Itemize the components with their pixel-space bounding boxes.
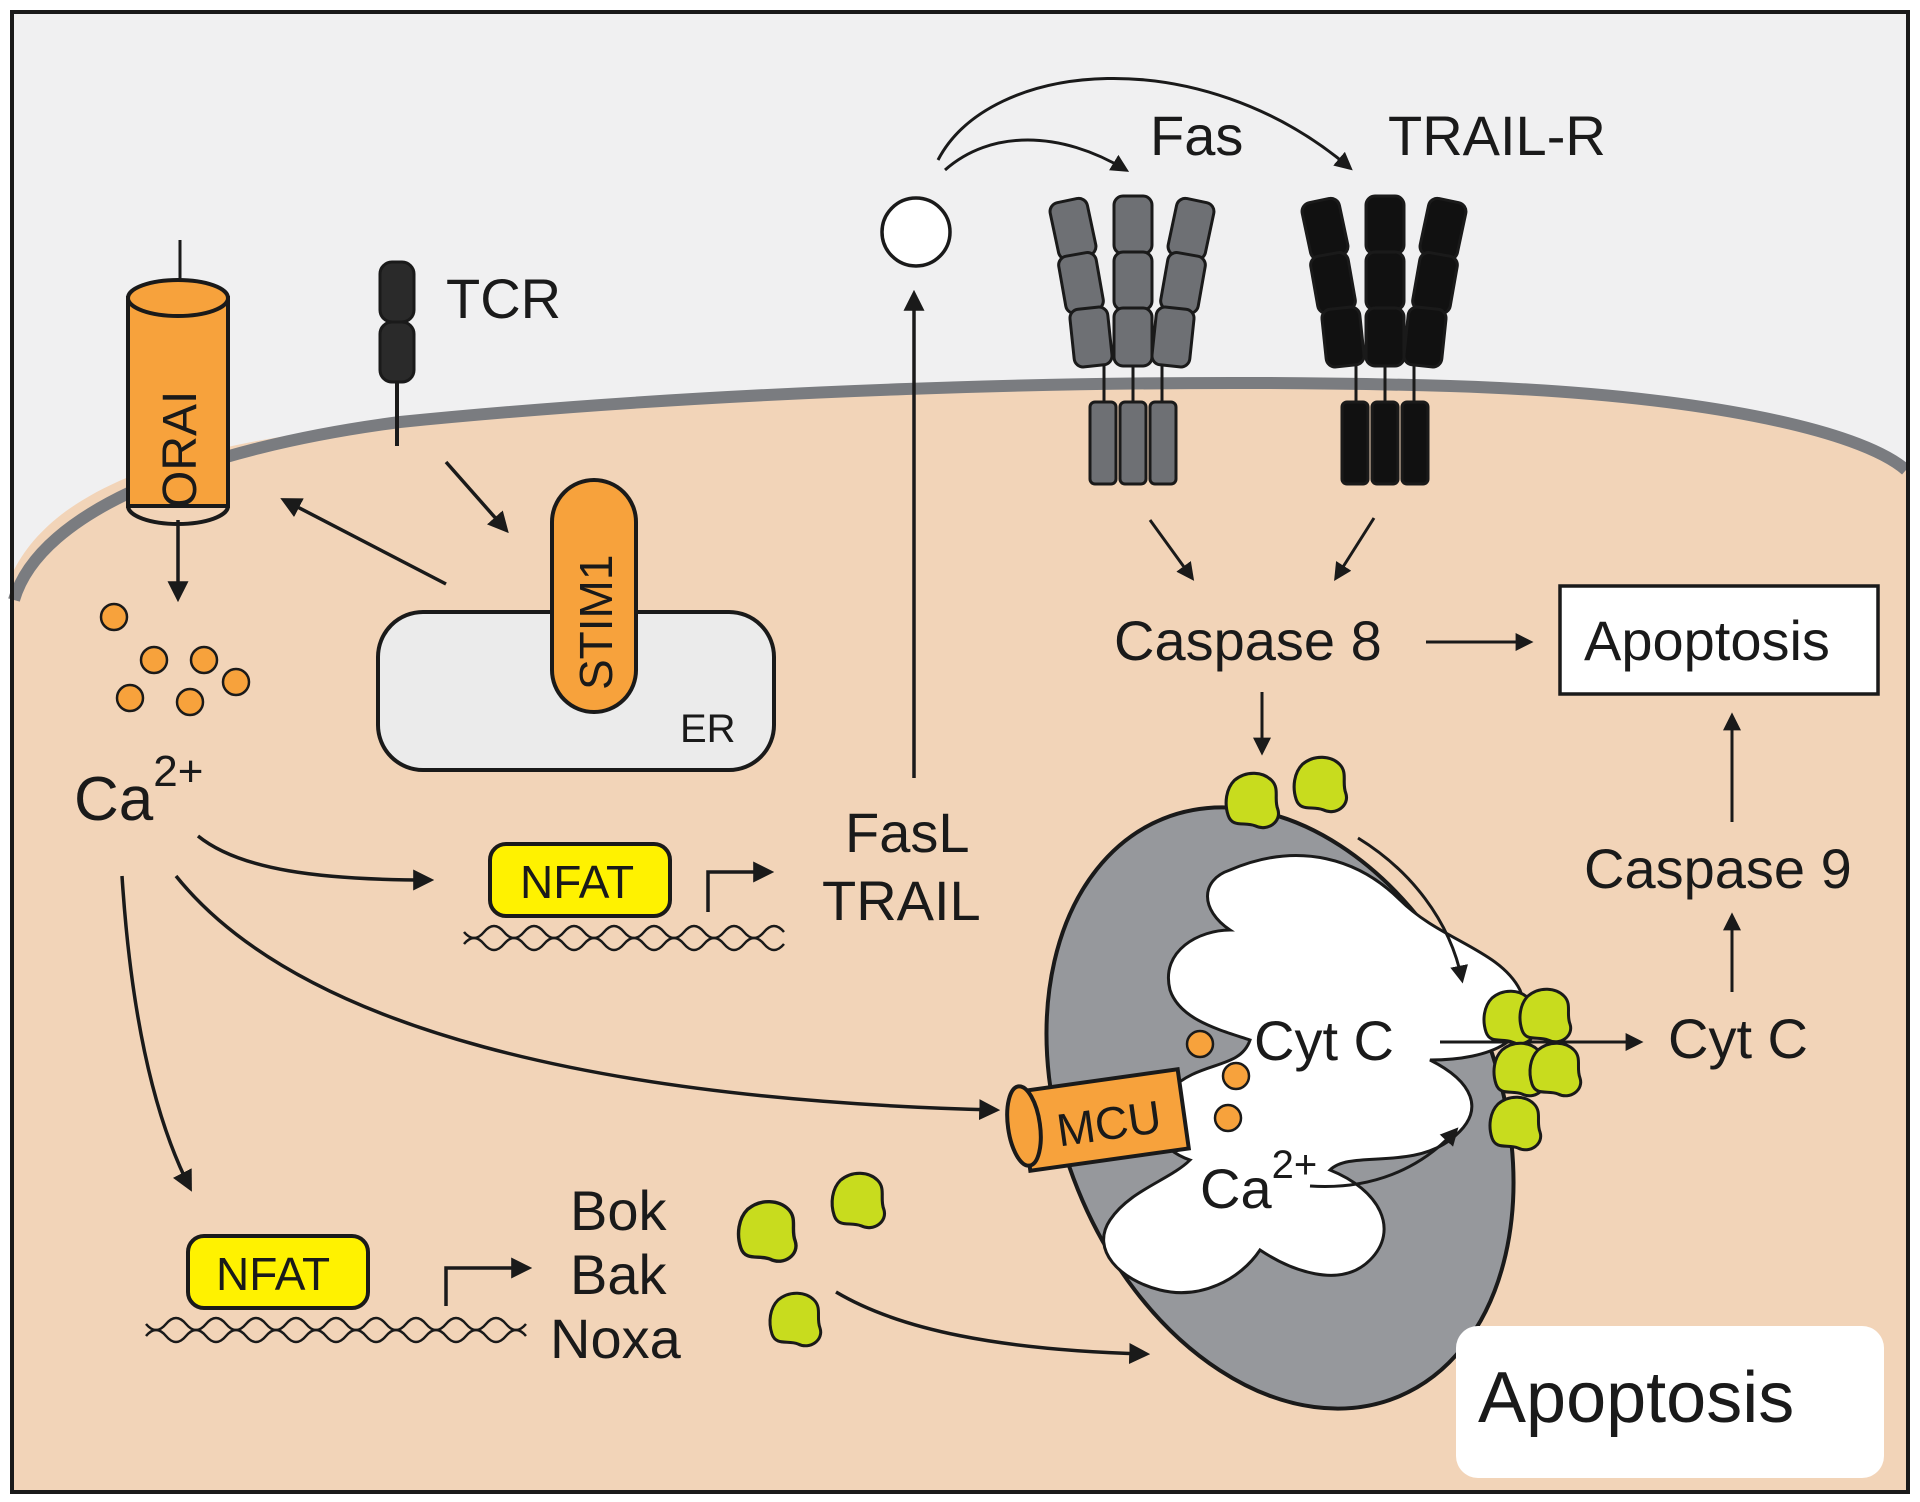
orai-channel-body [126,296,230,508]
arrow-bcl2-to-mitochondrion [835,1290,1151,1365]
calcium-ions-cytosol [99,602,251,717]
bak-label: Bak [570,1243,667,1306]
arrow-stim1-to-orai [280,498,447,586]
stim1-label: STIM1 [570,555,622,690]
nfat-lower-label: NFAT [216,1248,330,1300]
calcium-ions-mitochondria [1185,1029,1251,1133]
caspase8-label: Caspase 8 [1114,609,1382,672]
trail-r-death-domains [1340,400,1430,486]
er-label: ER [680,707,736,751]
dna-strand-lower-b [145,1328,527,1344]
tcr-domain-lower [378,320,416,384]
stim1-protein [550,478,638,714]
trail-r-label: TRAIL-R [1388,104,1606,167]
mcu-channel-end [1005,1084,1043,1168]
cytc-outside-label: Cyt C [1668,1007,1808,1070]
bak-oligomer-2 [1292,755,1349,814]
cytoplasm [14,383,1906,1490]
bcl2-protein-1 [736,1199,798,1263]
arrow-ligand-to-fas [944,138,1130,172]
arrow-oligomer-insertion [1357,836,1468,984]
nfat-upper [488,842,672,918]
death-ligand [880,196,952,268]
arrow-calcium-to-nfat-upper [196,834,435,891]
arrow-ligand-to-trail-r [936,76,1353,171]
arrow-calcium-to-pore [1309,1127,1459,1188]
arrow-tcr-to-stim1 [444,460,509,534]
bak-oligomer-1 [1224,771,1281,830]
trail-r-receptor [1300,194,1468,369]
bok-label: Bok [570,1179,667,1242]
transcription-arrow-lower [444,1257,533,1306]
fas-transmembrane [1102,366,1164,402]
calcium-label: Ca2+ [74,747,203,834]
pore-blob-2 [1518,987,1573,1044]
trail-label: TRAIL [822,869,981,932]
trail-r-transmembrane [1354,366,1416,402]
fas-label: Fas [1150,104,1243,167]
fasl-label: FasL [845,801,970,864]
fas-death-domains [1088,400,1178,486]
arrow-calcium-to-nfat-lower [120,875,192,1192]
orai-channel-top [126,278,230,318]
arrow-fas-to-caspase8 [1148,519,1195,581]
apoptosis-corner-label: Apoptosis [1478,1358,1794,1438]
pore-blob-5 [1488,1095,1543,1152]
dna-strand-upper-a [463,924,785,940]
orai-label: ORAI [154,391,207,508]
figure-border [10,10,1910,1494]
tcr-label: TCR [446,267,561,330]
caspase9-label: Caspase 9 [1584,837,1852,900]
bcl2-protein-2 [830,1171,887,1230]
nfat-lower [186,1234,370,1310]
tcr-domain-upper [378,260,416,324]
pore-blob-4 [1528,1041,1583,1098]
bcl2-protein-3 [768,1291,823,1348]
arrow-calcium-to-mcu [174,874,1001,1121]
apoptosis-box [1558,584,1880,696]
cytc-inside-label: Cyt C [1254,1009,1394,1072]
nfat-upper-label: NFAT [520,856,634,908]
calcium-mito-label: Ca2+ [1200,1143,1317,1220]
arrow-trail-r-to-caspase8 [1334,517,1376,582]
fas-receptor [1048,194,1216,369]
noxa-label: Noxa [550,1307,682,1370]
apoptosis-corner-panel [1456,1326,1884,1478]
dna-strand-upper-b [463,936,785,952]
dna-strand-lower-a [145,1316,527,1332]
transcription-arrow-upper [706,861,775,912]
apoptosis-box-label: Apoptosis [1584,609,1830,672]
